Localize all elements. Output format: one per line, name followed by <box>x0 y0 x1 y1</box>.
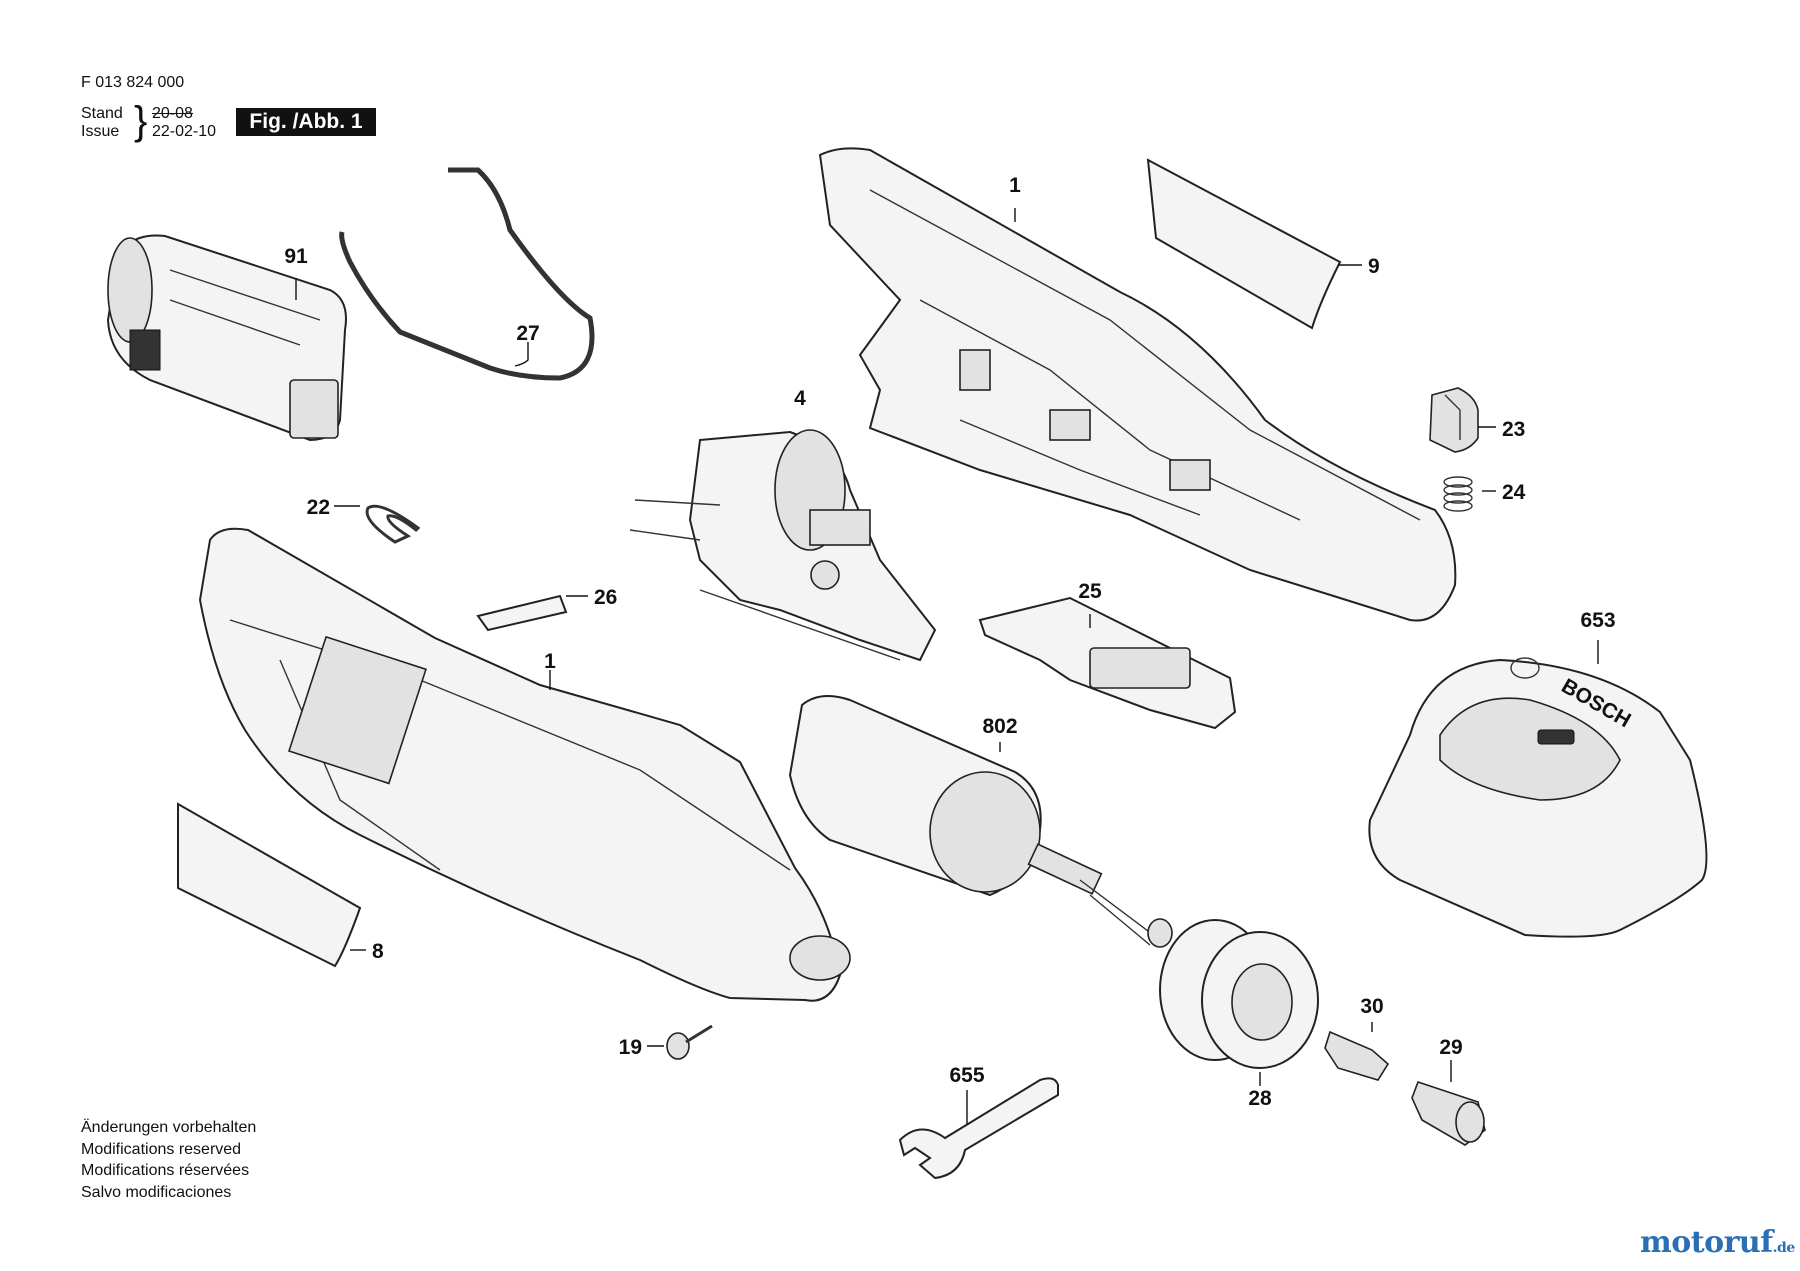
part-8-label <box>177 802 362 968</box>
part-28-nose-ring <box>1159 919 1319 1069</box>
label-24: 24 <box>1502 481 1526 504</box>
label-19: 19 <box>619 1036 642 1059</box>
part-655-wrench <box>898 1077 1059 1180</box>
label-26: 26 <box>594 586 617 609</box>
part-30-collet <box>1324 1030 1390 1081</box>
label-655: 655 <box>949 1064 984 1087</box>
note-en: Modifications reserved <box>81 1140 242 1158</box>
part-802-motor <box>788 695 1173 948</box>
note-de: Änderungen vorbehalten <box>81 1119 257 1136</box>
part-1-housing-top <box>818 147 1457 622</box>
part-22-clip <box>365 504 421 544</box>
label-28: 28 <box>1248 1087 1272 1110</box>
label-30: 30 <box>1360 995 1383 1018</box>
label-9: 9 <box>1368 255 1380 278</box>
issue-label: Issue <box>81 123 120 140</box>
part-9-label <box>1146 158 1342 330</box>
part-26-pad <box>476 594 568 632</box>
stand-label: Stand <box>81 105 123 122</box>
label-29: 29 <box>1439 1036 1462 1059</box>
leader-lines <box>295 208 1599 1124</box>
label-653: 653 <box>1580 609 1615 632</box>
document-code: F 013 824 000 <box>81 74 185 91</box>
label-1-top: 1 <box>1009 174 1021 197</box>
part-29-collet-nut <box>1411 1080 1486 1146</box>
part-1-housing-bottom <box>198 527 851 1002</box>
part-24-spring <box>1443 476 1473 512</box>
part-27-wire-bail <box>339 167 595 381</box>
logo-name: motoruf <box>1640 1225 1773 1260</box>
label-91: 91 <box>284 245 308 268</box>
label-8: 8 <box>372 940 384 963</box>
motoruf-logo[interactable]: motoruf.de <box>1640 1225 1795 1260</box>
label-802: 802 <box>982 715 1017 738</box>
label-23: 23 <box>1502 418 1525 441</box>
label-25: 25 <box>1078 580 1102 603</box>
part-19-screw <box>666 1024 713 1060</box>
modification-notes: Änderungen vorbehalten Modifications res… <box>81 1117 256 1203</box>
label-22: 22 <box>307 496 330 519</box>
part-23-knob <box>1429 387 1479 453</box>
part-91-battery <box>106 234 347 442</box>
part-25-slider <box>978 596 1237 730</box>
part-653-charger: BOSCH <box>1368 657 1708 938</box>
figure-badge: Fig. /Abb. 1 <box>236 108 376 136</box>
part-number-labels: 91 27 1 9 23 24 4 25 653 22 26 1 802 8 1… <box>284 174 1615 1110</box>
date-new: 22-02-10 <box>152 123 217 140</box>
part-4-switch-module <box>629 429 937 662</box>
label-1-bottom: 1 <box>544 650 556 673</box>
brace-glyph: } <box>134 99 148 143</box>
note-fr: Modifications réservées <box>81 1162 250 1179</box>
logo-tld: .de <box>1772 1240 1796 1256</box>
note-es: Salvo modificaciones <box>81 1183 232 1201</box>
label-27: 27 <box>516 322 539 345</box>
stand-issue-dates: 20-08 22-02-10 <box>152 105 216 141</box>
date-old: 20-08 <box>152 105 193 122</box>
stand-issue-labels: Stand Issue <box>81 105 123 141</box>
label-4: 4 <box>794 387 806 410</box>
